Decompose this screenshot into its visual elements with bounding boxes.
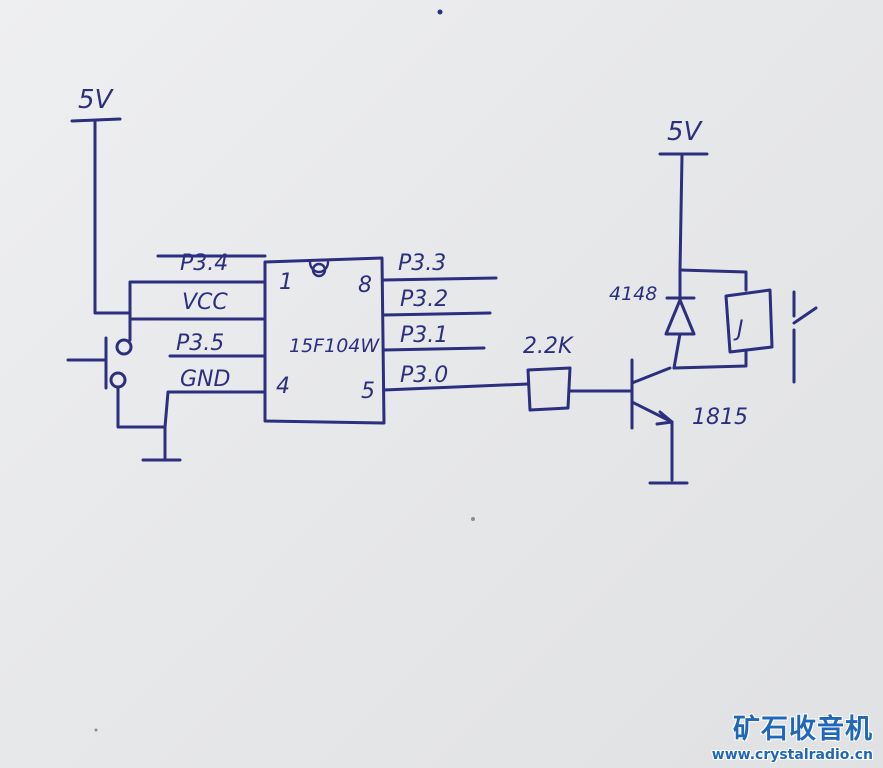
diode-top-bus: [678, 268, 748, 292]
pin-label-right-4: P3.0: [400, 363, 448, 388]
pin-p32-line: [382, 311, 492, 317]
transistor-part-number: 1815: [692, 405, 748, 430]
resistor-value: 2.2K: [523, 334, 574, 359]
button-to-ground-wire: [116, 385, 167, 429]
pin-label-left-1: P3.4: [180, 251, 228, 276]
push-button: [66, 311, 167, 429]
watermark-title: 矿石收音机: [733, 714, 873, 745]
site-watermark: 矿石收音机 www.crystalradio.cn: [712, 714, 873, 764]
button-contact-top: [115, 338, 133, 356]
chip-part-number: 15F104W: [289, 335, 380, 357]
chip-body: [263, 256, 386, 425]
resistor-body: [526, 366, 572, 412]
transistor-collector: [630, 366, 672, 385]
relay-coil-box: [724, 288, 774, 354]
diode-triangle: [664, 298, 696, 336]
relay-contact-blade: [792, 306, 818, 325]
resistor: 2.2K: [523, 334, 634, 412]
pin-label-left-4: GND: [180, 367, 230, 392]
chip-notch: [308, 260, 330, 274]
paper-speck: [94, 728, 98, 732]
left-supply: 5V: [70, 85, 267, 315]
pin-p30-line: [382, 382, 530, 392]
chip-pin-8-number: 8: [358, 273, 372, 298]
left-ground: [141, 390, 267, 462]
chip-pin1-dot: [311, 262, 327, 278]
relay: J: [672, 288, 818, 384]
pin-label-right-2: P3.2: [400, 287, 448, 312]
chip-pin-5-number: 5: [361, 379, 375, 404]
button-contact-bottom: [109, 371, 127, 389]
ink-dot: [437, 9, 443, 15]
supply-to-vcc-wire: [93, 119, 267, 315]
pin-p33-line: [382, 276, 498, 282]
diode-part-number: 4148: [609, 283, 657, 305]
right-supply-label: 5V: [667, 117, 704, 147]
microcontroller-chip: 1 4 5 8 15F104W: [263, 256, 386, 425]
watermark-url: www.crystalradio.cn: [711, 747, 873, 763]
flyback-diode: 4148: [609, 268, 748, 370]
pin-p31-line: [382, 346, 486, 352]
npn-transistor: 1815: [630, 358, 748, 485]
pin-label-right-1: P3.3: [398, 251, 446, 276]
paper-speck: [471, 517, 475, 521]
chip-pin-1-number: 1: [279, 270, 293, 295]
pin-label-left-3: P3.5: [176, 331, 224, 356]
transistor-emitter: [630, 400, 674, 424]
relay-bottom-bus: [672, 348, 748, 370]
left-supply-label: 5V: [78, 85, 115, 115]
supply-to-diode-wire: [678, 154, 684, 272]
relay-symbol: J: [733, 317, 744, 342]
gnd-pin-wire: [163, 390, 267, 460]
diode-bottom-lead: [672, 332, 682, 370]
pin-label-right-3: P3.1: [400, 323, 448, 348]
right-supply: 5V: [658, 117, 709, 272]
pin-label-left-2: VCC: [182, 290, 228, 315]
chip-pin-4-number: 4: [276, 374, 290, 399]
